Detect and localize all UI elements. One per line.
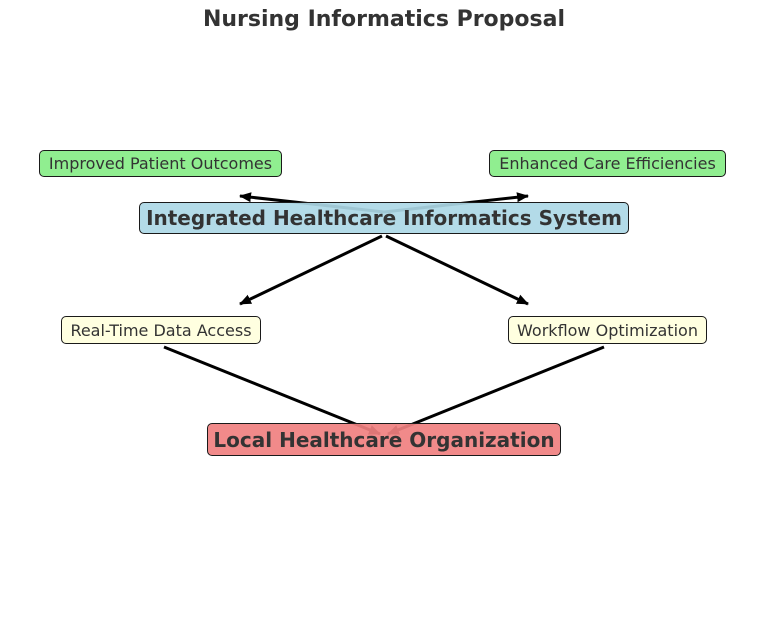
node-enhanced-care-efficiencies: Enhanced Care Efficiencies bbox=[489, 150, 726, 177]
node-label: Integrated Healthcare Informatics System bbox=[146, 206, 622, 230]
node-label: Workflow Optimization bbox=[517, 320, 698, 340]
node-label: Local Healthcare Organization bbox=[213, 427, 555, 452]
arrow-data-access-to-organization bbox=[163, 345, 381, 436]
node-real-time-data-access: Real-Time Data Access bbox=[61, 316, 261, 344]
node-local-healthcare-organization: Local Healthcare Organization bbox=[207, 423, 561, 456]
node-integrated-healthcare-informatics-system: Integrated Healthcare Informatics System bbox=[139, 202, 629, 234]
node-improved-patient-outcomes: Improved Patient Outcomes bbox=[39, 150, 282, 177]
node-label: Enhanced Care Efficiencies bbox=[499, 154, 716, 173]
arrow-system-to-workflow bbox=[385, 234, 529, 306]
node-label: Real-Time Data Access bbox=[70, 320, 252, 340]
arrow-workflow-to-organization bbox=[387, 345, 605, 436]
node-label: Improved Patient Outcomes bbox=[48, 154, 273, 173]
diagram-title: Nursing Informatics Proposal bbox=[202, 7, 566, 32]
node-workflow-optimization: Workflow Optimization bbox=[508, 316, 707, 344]
arrow-system-to-data-access bbox=[239, 234, 383, 306]
